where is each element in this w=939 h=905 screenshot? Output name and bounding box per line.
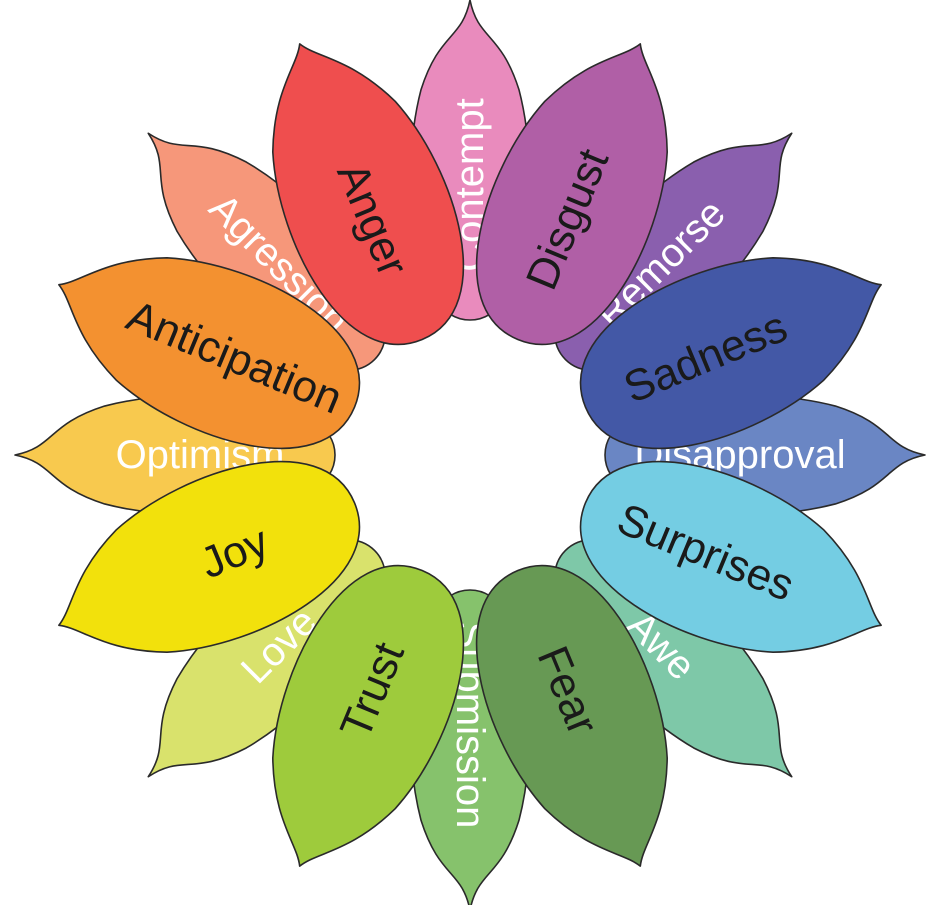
petal-shape-anger	[271, 43, 465, 346]
petal-shape-anticipation	[58, 256, 361, 450]
petal-sadness: Sadness	[579, 256, 882, 450]
petal-anticipation: Anticipation	[58, 256, 361, 450]
petal-surprises: Surprises	[579, 460, 882, 654]
petal-trust: Trust	[271, 564, 465, 867]
petal-shape-surprises	[579, 460, 882, 654]
petal-shape-disgust	[475, 43, 669, 346]
petal-joy: Joy	[58, 460, 361, 654]
petal-fear: Fear	[475, 564, 669, 867]
petal-shape-fear	[475, 564, 669, 867]
petal-shape-trust	[271, 564, 465, 867]
petal-anger: Anger	[271, 43, 465, 346]
petal-shape-joy	[58, 460, 361, 654]
inner-petal-layer: DisgustSadnessSurprisesFearTrustJoyAntic…	[58, 43, 882, 867]
petal-shape-sadness	[579, 256, 882, 450]
petal-disgust: Disgust	[475, 43, 669, 346]
